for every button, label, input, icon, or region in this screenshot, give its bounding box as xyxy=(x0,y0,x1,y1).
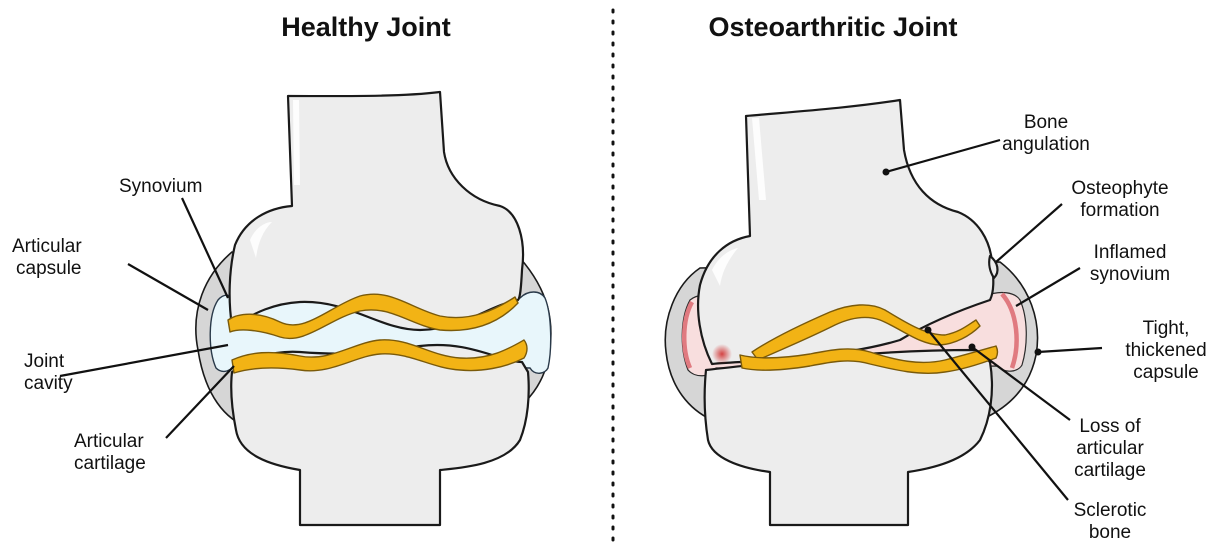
healthy-lower-bone xyxy=(231,345,529,525)
label-inflamed-synovium-1: Inflamed xyxy=(1094,242,1167,263)
label-loss-of-cartilage-2: articular xyxy=(1076,438,1144,459)
healthy-bone-highlight xyxy=(293,100,300,185)
label-articular-capsule-1: Articular xyxy=(12,236,82,257)
label-tight-capsule-1: Tight, xyxy=(1143,318,1190,339)
osteophyte-leader-line xyxy=(996,204,1062,262)
synovium-leader-line xyxy=(182,198,228,298)
label-joint-cavity-2: cavity xyxy=(24,373,73,394)
label-loss-of-cartilage-3: cartilage xyxy=(1074,460,1146,481)
sclerotic-bone-leader-dot xyxy=(925,327,932,334)
label-loss-of-cartilage-1: Loss of xyxy=(1079,416,1141,437)
tight-capsule-leader-line xyxy=(1038,348,1102,352)
oa-lower-bone xyxy=(705,350,992,525)
label-tight-capsule-3: capsule xyxy=(1133,362,1199,383)
osteoarthritic-joint: Bone angulation Osteophyte formation Inf… xyxy=(665,100,1206,542)
label-bone-angulation-2: angulation xyxy=(1002,134,1090,155)
articular-capsule-leader-line xyxy=(128,264,208,310)
healthy-joint: Synovium Articular capsule Joint cavity … xyxy=(12,92,551,525)
tight-capsule-leader-dot xyxy=(1035,349,1042,356)
osteoarthritic-joint-title: Osteoarthritic Joint xyxy=(708,12,957,42)
label-articular-capsule-2: capsule xyxy=(16,258,82,279)
label-articular-cartilage-1: Articular xyxy=(74,431,144,452)
label-joint-cavity-1: Joint xyxy=(24,351,65,372)
label-tight-capsule-2: thickened xyxy=(1125,340,1206,361)
label-sclerotic-bone-1: Sclerotic xyxy=(1074,500,1147,521)
inflamed-synovium-leader-line xyxy=(1016,268,1080,306)
label-synovium: Synovium xyxy=(119,176,202,197)
healthy-joint-title: Healthy Joint xyxy=(281,12,451,42)
label-osteophyte-2: formation xyxy=(1080,200,1159,221)
bone-angulation-leader-dot xyxy=(883,169,890,176)
label-bone-angulation-1: Bone xyxy=(1024,112,1068,133)
label-osteophyte-1: Osteophyte xyxy=(1071,178,1168,199)
label-sclerotic-bone-2: bone xyxy=(1089,522,1131,542)
loss-of-cartilage-leader-dot xyxy=(969,344,976,351)
oa-sclerotic-spot xyxy=(712,344,732,364)
label-articular-cartilage-2: cartilage xyxy=(74,453,146,474)
label-inflamed-synovium-2: synovium xyxy=(1090,264,1170,285)
